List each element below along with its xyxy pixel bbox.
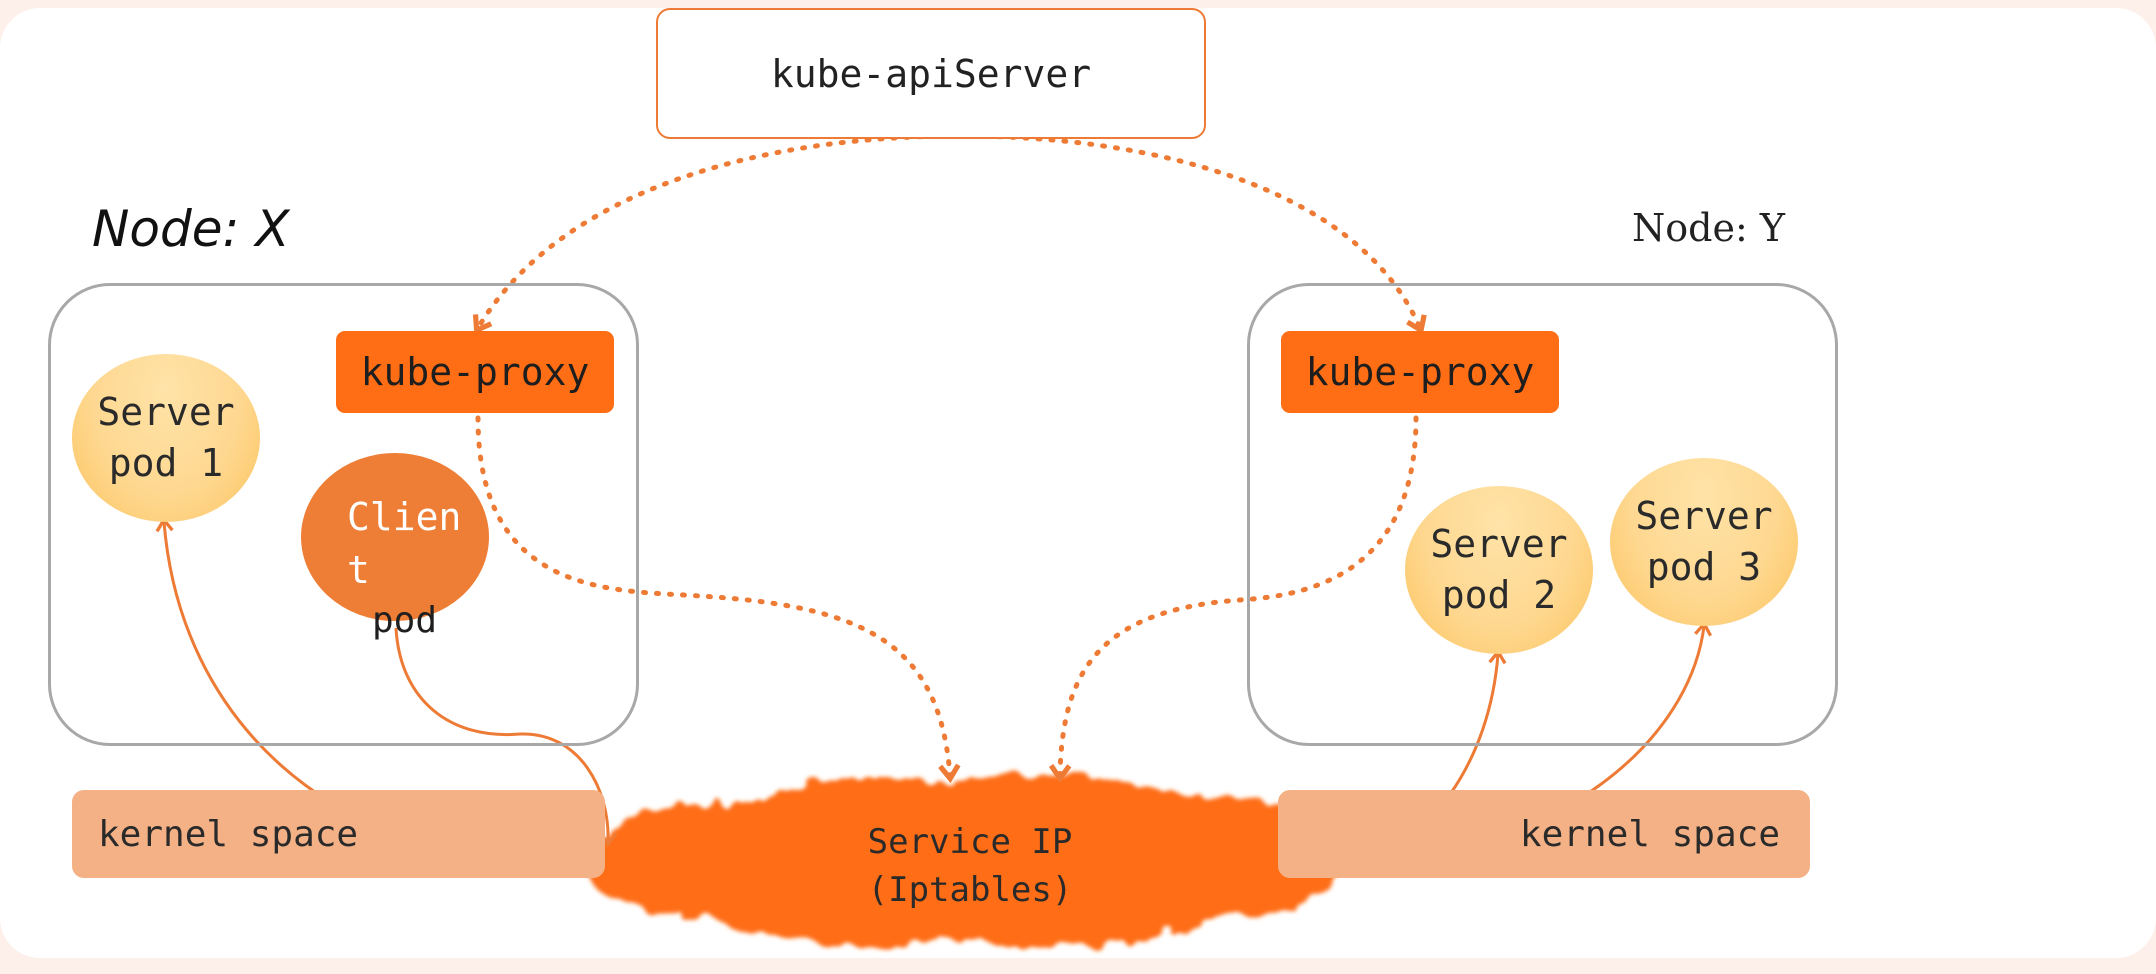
kernel-space-y-label: kernel space: [1519, 813, 1780, 855]
proxy-y-to-service-line: [1048, 415, 1419, 784]
kube-proxy-y-label: kube-proxy: [1305, 350, 1535, 394]
server-pod-1: Server pod 1: [72, 354, 260, 522]
kube-apiserver-box: kube-apiServer: [656, 8, 1206, 139]
kube-proxy-x-label: kube-proxy: [360, 350, 590, 394]
node-y-title: Node: Y: [1632, 206, 1785, 250]
server-pod-2: Server pod 2: [1405, 486, 1593, 654]
kube-apiserver-label: kube-apiServer: [770, 51, 1092, 96]
client-pod: Clien t: [301, 453, 489, 621]
service-ip-cloud: [580, 774, 1340, 946]
server-pod-3: Server pod 3: [1610, 458, 1798, 626]
kube-proxy-y: kube-proxy: [1281, 331, 1559, 413]
client-pod-label-tail: pod: [372, 600, 438, 641]
proxy-x-to-service-line: [475, 415, 961, 784]
server-pod-3-label: Server pod 3: [1635, 493, 1773, 589]
node-x-title: Node: X: [92, 200, 290, 258]
kernel-space-y: kernel space: [1278, 790, 1810, 878]
service-ip-label: Service IP (Iptables): [867, 822, 1073, 911]
server-pod-2-label: Server pod 2: [1430, 521, 1568, 617]
kube-proxy-x: kube-proxy: [336, 331, 614, 413]
api-to-proxy-x-arc: [472, 133, 963, 335]
node-y-box: [1247, 283, 1838, 746]
client-pod-label: Clien t: [347, 495, 462, 593]
kernel-space-x-label: kernel space: [98, 813, 359, 855]
node-x-box: [48, 283, 639, 746]
kernel-space-x: kernel space: [72, 790, 605, 878]
server-pod-1-label: Server pod 1: [97, 389, 235, 485]
api-to-proxy-y-arc: [957, 133, 1427, 335]
